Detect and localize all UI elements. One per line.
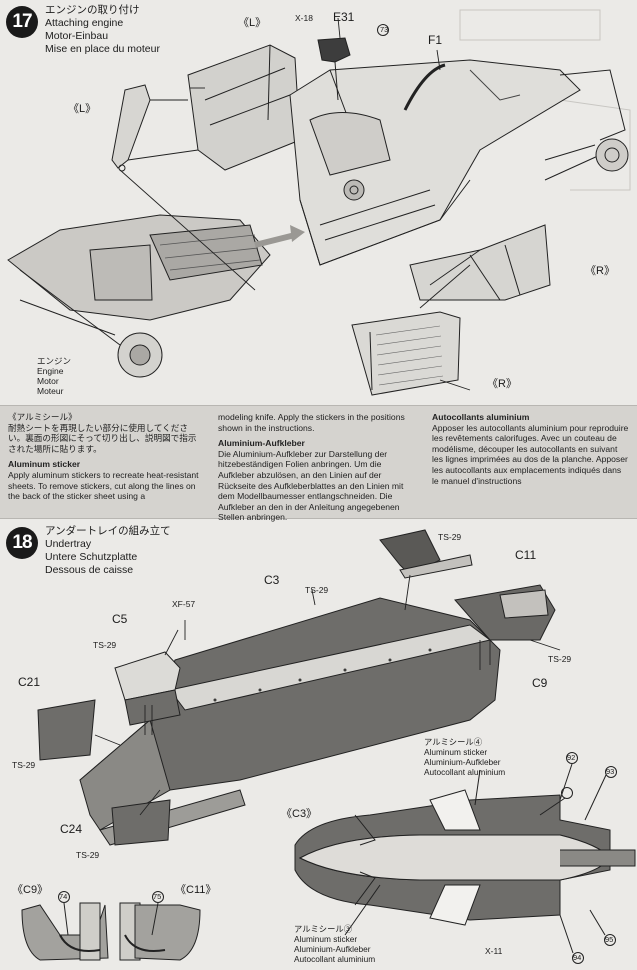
- step-18-title-fr: Dessous de caisse: [45, 564, 134, 576]
- step-18-title-ja: アンダートレイの組み立て: [45, 525, 171, 537]
- engine-label: エンジン Engine Motor Moteur: [37, 356, 71, 396]
- step-18-title-de: Untere Schutzplatte: [45, 551, 138, 563]
- paint-ts29-right: TS-29: [548, 654, 572, 664]
- paint-ts29-c3: TS-29: [305, 585, 329, 595]
- part-c21: C21: [18, 675, 41, 689]
- paint-xf57: XF-57: [172, 599, 196, 609]
- sticker-4-ja: アルミシール④: [424, 737, 482, 747]
- step-17-title-de: Motor-Einbau: [45, 30, 109, 42]
- notes-fr-heading: Autocollants aluminium: [432, 412, 530, 422]
- notes-de-text: Die Aluminium-Aufkleber zur Darstellung …: [218, 448, 404, 523]
- step-17-title-ja: エンジンの取り付け: [45, 4, 140, 16]
- part-f1: F1: [428, 33, 443, 47]
- paint-ts29-c5: TS-29: [93, 640, 117, 650]
- notes-col-ja-en: 《アルミシール》 耐熱シートを再現したい部分に使用してください。裏面の形図にそっ…: [8, 412, 204, 502]
- label-L-top: 《L》: [238, 17, 267, 29]
- label-L-left: 《L》: [68, 103, 97, 115]
- part-c24: C24: [60, 822, 83, 836]
- sticker-4-fr: Autocollant aluminium: [424, 767, 506, 777]
- notes-en-heading: Aluminum sticker: [8, 459, 81, 470]
- notes-en-text-1: Apply aluminum stickers to recreate heat…: [8, 469, 199, 502]
- notes-ja-text: 耐熱シートを再現したい部分に使用してください。裏面の形図にそって切り出し、説明図…: [8, 422, 197, 454]
- label-R-right: 《R》: [585, 265, 615, 277]
- paint-ts29-c11: TS-29: [438, 532, 462, 542]
- step-18-number: 18: [6, 527, 38, 559]
- part-c5: C5: [112, 612, 128, 626]
- engine-label-en: Engine: [37, 366, 64, 376]
- step-18-title-en: Undertray: [45, 538, 92, 550]
- callout-75: 75: [153, 892, 162, 901]
- notes-fr-text: Apposer les autocollants aluminium pour …: [432, 422, 629, 486]
- sticker-4-de: Aluminium-Aufkleber: [424, 757, 501, 767]
- part-e31: E31: [333, 10, 355, 24]
- engine-label-ja: エンジン: [37, 356, 72, 366]
- callout-92: 92: [567, 753, 576, 762]
- step-18-title: アンダートレイの組み立て Undertray Untere Schutzplat…: [45, 525, 171, 577]
- callout-95: 95: [605, 935, 614, 944]
- paint-x18: X-18: [295, 13, 313, 23]
- label-R-bottom: 《R》: [487, 378, 517, 390]
- step-18-illustration: [21, 529, 636, 964]
- step-17-title-fr: Mise en place du moteur: [45, 43, 160, 55]
- paint-ts29-c24: TS-29: [76, 850, 100, 860]
- notes-col-en-de: modeling knife. Apply the stickers in th…: [218, 412, 418, 523]
- sticker-3-ja: アルミシール③: [294, 924, 352, 934]
- sticker-3-de: Aluminium-Aufkleber: [294, 944, 371, 954]
- callout-74: 74: [59, 892, 68, 901]
- paint-x11: X-11: [485, 946, 503, 956]
- sticker-4-en: Aluminum sticker: [424, 747, 488, 757]
- step-17-illustration: [7, 9, 631, 396]
- step-17-number: 17: [6, 6, 38, 38]
- notes-col-fr: Autocollants aluminium Apposer les autoc…: [432, 412, 630, 486]
- sticker-4-label: アルミシール④ Aluminum sticker Aluminium-Aufkl…: [424, 737, 505, 777]
- part-c3: C3: [264, 573, 280, 587]
- sticker-3-label: アルミシール③ Aluminum sticker Aluminium-Aufkl…: [294, 924, 375, 964]
- view-c11: 《C11》: [175, 884, 217, 896]
- notes-en-text-2: modeling knife. Apply the stickers in th…: [218, 412, 405, 433]
- engine-label-de: Motor: [37, 376, 59, 386]
- notes-ja-heading: 《アルミシール》: [8, 412, 77, 422]
- part-c9: C9: [532, 676, 548, 690]
- sticker-3-en: Aluminum sticker: [294, 934, 358, 944]
- step-17-title: エンジンの取り付け Attaching engine Motor-Einbau …: [45, 4, 160, 56]
- view-c9: 《C9》: [12, 884, 49, 896]
- paint-ts29-c21: TS-29: [12, 760, 36, 770]
- callout-94: 94: [573, 953, 582, 962]
- sticker-3-fr: Autocollant aluminium: [294, 954, 376, 964]
- notes-de-heading: Aluminium-Aufkleber: [218, 438, 305, 449]
- engine-label-fr: Moteur: [37, 386, 64, 396]
- view-c3: 《C3》: [281, 808, 318, 820]
- part-c11: C11: [515, 548, 537, 562]
- step-17-title-en: Attaching engine: [45, 17, 124, 29]
- aluminum-sticker-notes: 《アルミシール》 耐熱シートを再現したい部分に使用してください。裏面の形図にそっ…: [0, 405, 637, 522]
- callout-93: 93: [606, 767, 615, 776]
- callout-73: 73: [380, 25, 389, 34]
